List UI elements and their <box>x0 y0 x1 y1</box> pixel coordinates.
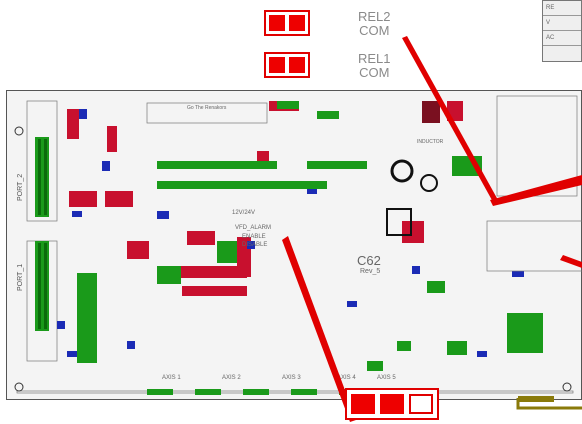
jumper-pin <box>351 394 375 414</box>
vfd-alarm-label: VFD_ALARM <box>235 225 272 231</box>
header-title: Go The Renakors <box>187 105 227 111</box>
voltage-label: 12V/24V <box>232 210 256 216</box>
rel1-line1: REL1 <box>358 51 391 66</box>
jumper-pin <box>380 394 404 414</box>
axis3-label: AXIS 3 <box>282 375 301 381</box>
rel1-label: REL1 COM <box>358 52 391 80</box>
legend-row: RE <box>543 1 581 16</box>
board-revision: Rev_5 <box>360 268 381 275</box>
jumper-pin <box>289 15 305 31</box>
rel1-line2: COM <box>359 65 390 80</box>
disable-label: DISABLE <box>242 242 268 248</box>
axis5-label: AXIS 5 <box>377 375 396 381</box>
rel2-line2: COM <box>359 23 390 38</box>
port2-label: PORT_2 <box>17 173 24 201</box>
pcb-artwork <box>14 95 582 395</box>
rel2-line1: REL2 <box>358 9 391 24</box>
jumper-pin-open <box>409 394 433 414</box>
board-name: C62 <box>357 253 381 268</box>
axis4-label: AXIS 4 <box>337 375 356 381</box>
enable-label: ENABLE <box>242 234 266 240</box>
inductor-label: INDUCTOR <box>417 139 444 145</box>
pcb-board: PORT_2 PORT_1 C62 Rev_5 VFD_ALARM ENABLE… <box>6 90 582 400</box>
legend-row: AC <box>543 31 581 46</box>
rel2-jumper <box>264 10 310 36</box>
legend-row: V <box>543 16 581 31</box>
axis2-label: AXIS 2 <box>222 375 241 381</box>
port1-label: PORT_1 <box>17 263 24 291</box>
corner-legend-box: RE V AC <box>542 0 582 62</box>
axis1-label: AXIS 1 <box>162 375 181 381</box>
jumper-pin <box>269 15 285 31</box>
vfd-jumper <box>345 388 439 420</box>
rel2-label: REL2 COM <box>358 10 391 38</box>
jumper-pin <box>269 57 285 73</box>
rel1-jumper <box>264 52 310 78</box>
jumper-pin <box>289 57 305 73</box>
